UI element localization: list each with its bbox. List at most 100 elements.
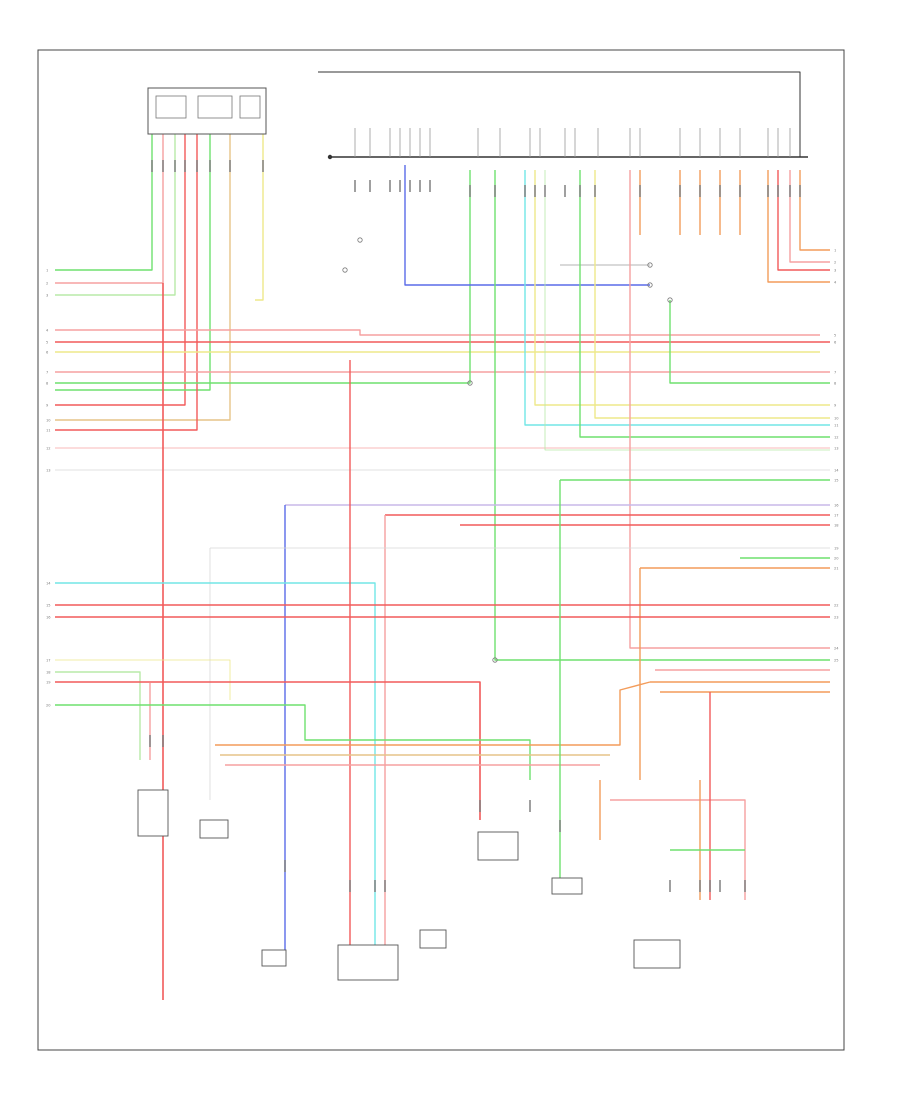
splice-point [647, 282, 653, 288]
evap-vent-solenoid [551, 877, 583, 895]
wire-label-mark [374, 880, 376, 892]
wire-label-mark [559, 820, 561, 832]
left-connector-pin: 16 [46, 616, 51, 620]
right-connector-pin: 14 [834, 469, 839, 473]
wire-tan [55, 134, 231, 421]
right-connector-pin: 5 [834, 334, 836, 338]
right-connector-pin: 20 [834, 557, 839, 561]
wire-red [777, 170, 830, 271]
wire-grn [669, 300, 830, 384]
wire-label-mark [679, 185, 681, 197]
wire-label-mark [709, 880, 711, 892]
splice-point [357, 237, 363, 243]
left-connector-pin: 1 [46, 269, 48, 273]
wire-cyn [55, 582, 376, 950]
wire-label-mark [399, 180, 401, 192]
right-connector-pin: 9 [834, 404, 837, 408]
wire-pnk [629, 170, 830, 649]
relay [155, 95, 187, 119]
wire-org [215, 681, 651, 746]
left-connector-pin: 19 [46, 681, 51, 685]
wire-label-mark [151, 160, 153, 172]
main-feed-wire [318, 71, 801, 157]
right-connector-pin: 8 [834, 382, 837, 386]
wire-label-mark [744, 880, 746, 892]
left-connector-pin: 3 [46, 294, 48, 298]
wire-label-mark [209, 160, 211, 172]
egr-solenoid [477, 831, 519, 861]
wire-label-mark [429, 180, 431, 192]
right-connector-pin: 2 [834, 261, 836, 265]
left-connector-pin: 9 [46, 404, 49, 408]
wires-layer [55, 71, 830, 1000]
right-connector-pin: 10 [834, 417, 839, 421]
wire-blu [404, 165, 650, 286]
left-connector-pin: 6 [46, 351, 49, 355]
left-connector-pin: 13 [46, 469, 51, 473]
wire-label-mark [739, 185, 741, 197]
splice-point [492, 657, 498, 663]
right-connector-pin: 23 [834, 616, 839, 620]
right-connector-pin: 15 [834, 479, 839, 483]
wire-label-mark [174, 160, 176, 172]
wire-lt-grn [55, 134, 153, 271]
wire-grn [494, 170, 830, 661]
right-connector-pin: 3 [834, 269, 836, 273]
wire-grn [55, 704, 531, 780]
splice-point [342, 267, 348, 273]
right-connector-pin: 12 [834, 436, 839, 440]
right-connector-pin: 21 [834, 567, 839, 571]
wire-org [767, 170, 830, 283]
right-connector-pin: 1 [834, 249, 836, 253]
left-connector-pin: 17 [46, 659, 51, 663]
wire-cyn [524, 170, 830, 426]
wire-grn [55, 134, 211, 391]
wire-label-mark [777, 185, 779, 197]
wire-label-mark [544, 185, 546, 197]
wire-label-mark [594, 185, 596, 197]
right-connector-pin: 19 [834, 547, 839, 551]
relay [197, 95, 233, 119]
right-connector-pin: 22 [834, 604, 839, 608]
wire-label-mark [564, 185, 566, 197]
right-connector-pin: 13 [834, 447, 839, 451]
left-connector-pin: 12 [46, 447, 51, 451]
fuel-tank-pressure-sensor [137, 789, 169, 837]
wire-pnk [789, 170, 830, 263]
wire-label-mark [196, 160, 198, 172]
wire-lt-grn [55, 134, 176, 296]
right-connector-pin: 25 [834, 659, 839, 663]
wire-label-mark [384, 880, 386, 892]
fuel-injector-harness [337, 944, 399, 981]
fuel-level-sensor [633, 939, 681, 969]
right-connector-pin: 7 [834, 371, 836, 375]
wire-yel [594, 170, 830, 419]
wire-lt-grn [544, 170, 830, 451]
splice-point [667, 297, 673, 303]
wire-label-mark [284, 860, 286, 872]
wire-red [55, 681, 481, 820]
wire-label-mark [369, 180, 371, 192]
wire-grn [579, 170, 830, 438]
wire-pnk [610, 799, 746, 900]
wire-label-mark [699, 185, 701, 197]
wire-label-mark [149, 735, 151, 747]
wire-label-mark [534, 185, 536, 197]
left-connector-pin: 8 [46, 382, 49, 386]
relay [239, 95, 261, 119]
wire-label-mark [354, 180, 356, 192]
wire-label-mark [184, 160, 186, 172]
left-connector-pin: 5 [46, 341, 48, 345]
right-connector-pin: 24 [834, 647, 839, 651]
right-connector-pin: 4 [834, 281, 837, 285]
left-connector-pin: 11 [46, 429, 51, 433]
wire-label-mark [639, 185, 641, 197]
splice-point [467, 380, 473, 386]
wire-label-mark [162, 735, 164, 747]
wire-label-mark [409, 180, 411, 192]
wire-label-mark [719, 185, 721, 197]
left-connector-pin: 2 [46, 282, 48, 286]
wire-label-mark [229, 160, 231, 172]
left-connector-pin: 10 [46, 419, 51, 423]
